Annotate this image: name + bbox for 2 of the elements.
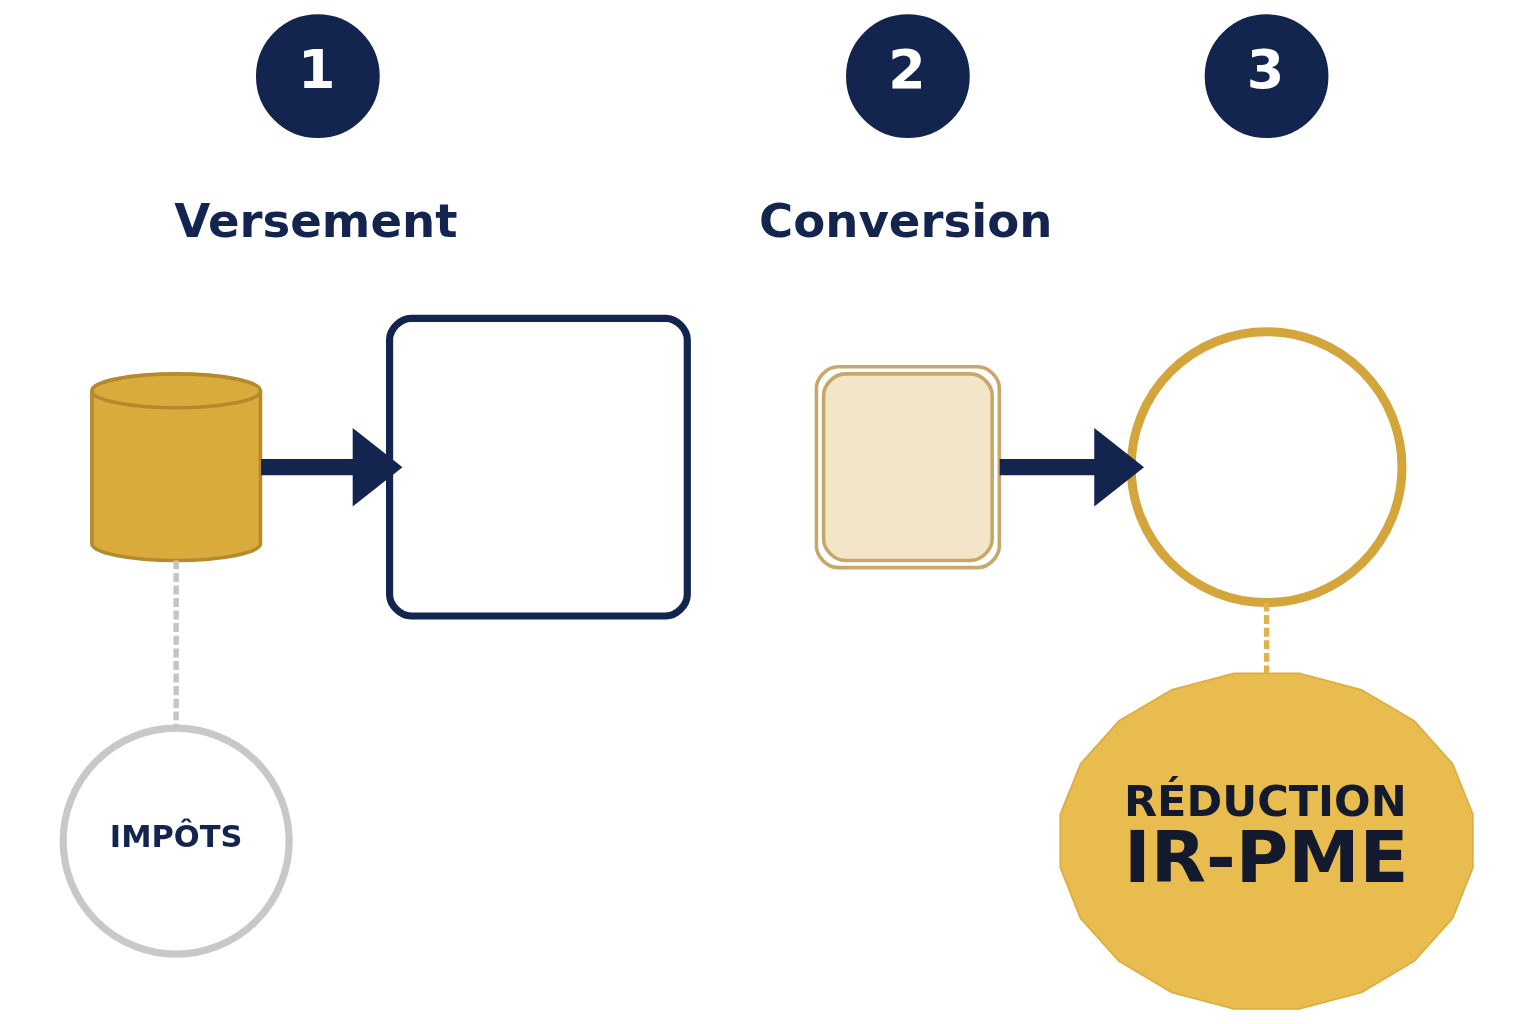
node-label: Conversion: [759, 194, 1053, 249]
node-label: Versement: [174, 194, 458, 249]
